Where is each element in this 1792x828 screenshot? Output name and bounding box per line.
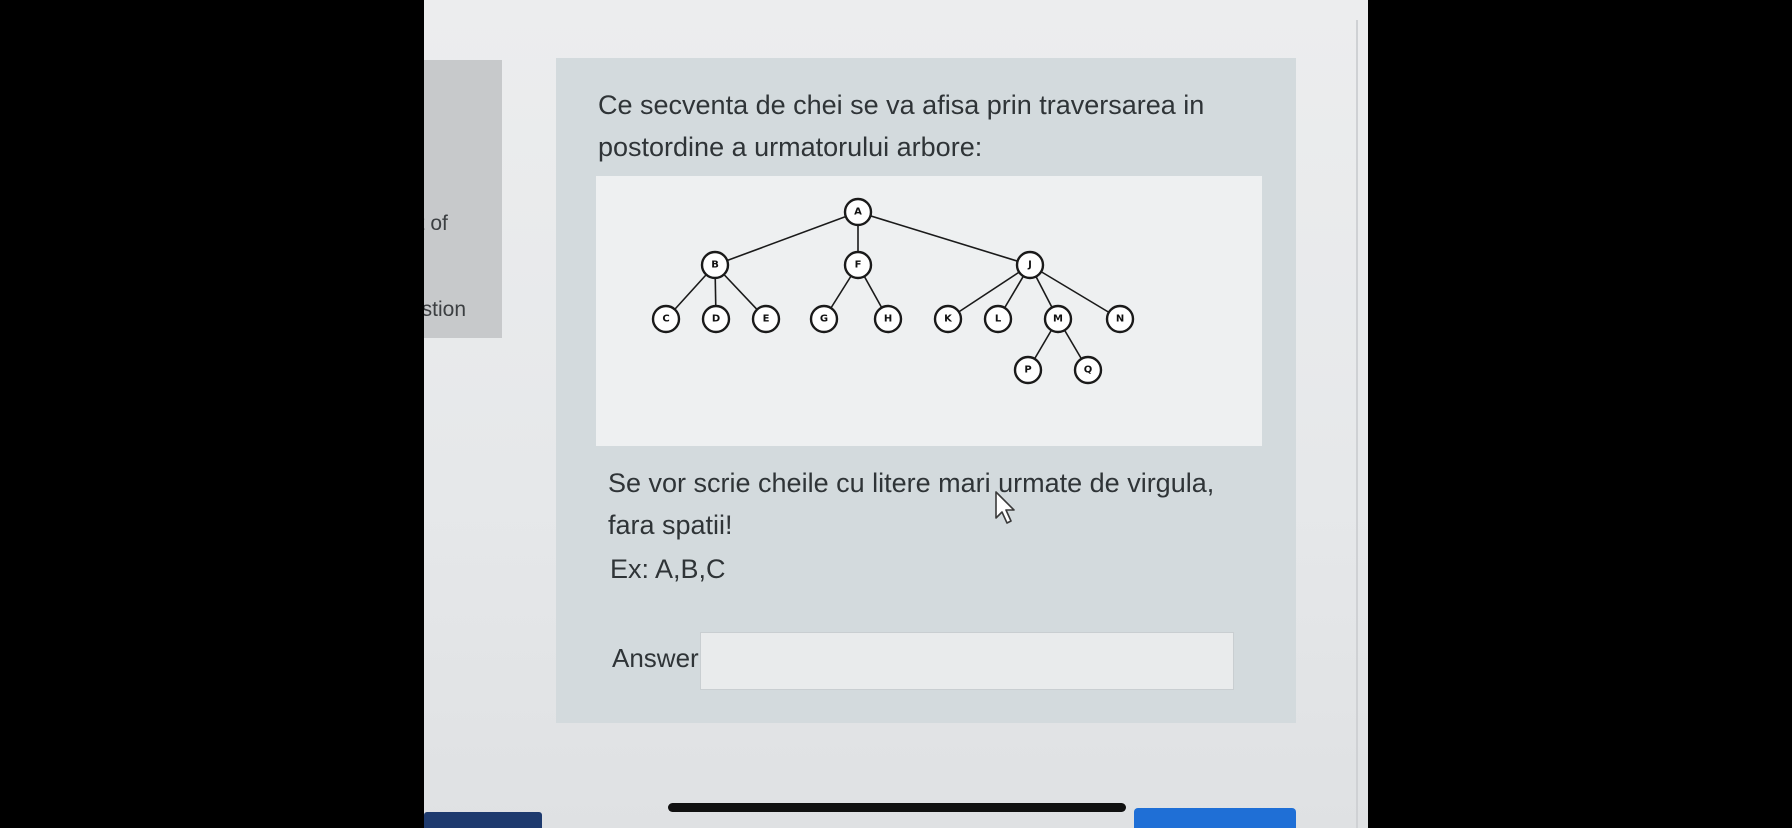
svg-text:K: K	[944, 314, 953, 325]
tree-node-k: K	[933, 304, 963, 334]
tree-node-e: E	[751, 304, 781, 334]
svg-text:M: M	[1053, 314, 1063, 325]
browser-screen: it of estion Ce secventa de chei se va a…	[424, 0, 1368, 828]
svg-text:Q: Q	[1084, 365, 1093, 376]
tree-edge-a-b	[714, 211, 859, 266]
tree-edge-j-n	[1029, 264, 1121, 320]
answer-label: Answer:	[612, 643, 706, 673]
svg-text:G: G	[820, 314, 828, 325]
next-page-button[interactable]	[1134, 808, 1296, 828]
tree-node-j: J	[1015, 250, 1045, 280]
svg-text:F: F	[855, 260, 862, 271]
svg-text:B: B	[711, 260, 719, 271]
question-info-panel: it of estion	[424, 60, 502, 338]
svg-text:D: D	[712, 314, 720, 325]
question-instructions: Se vor scrie cheile cu litere mari urmat…	[608, 468, 1215, 540]
tree-node-l: L	[983, 304, 1013, 334]
svg-text:L: L	[995, 314, 1002, 325]
svg-text:H: H	[884, 314, 892, 325]
tree-svg: A B F J C D E G H K L M N P Q	[651, 197, 1135, 385]
answer-input[interactable]	[700, 632, 1234, 690]
tree-node-f: F	[843, 250, 873, 280]
info-text-line1: it of	[424, 212, 448, 235]
tree-node-b: B	[700, 250, 730, 280]
page-edge	[1356, 20, 1358, 828]
tree-edge-j-k	[947, 264, 1031, 320]
tree-node-n: N	[1105, 304, 1135, 334]
tree-node-d: D	[701, 304, 731, 334]
svg-text:N: N	[1116, 314, 1124, 325]
tree-node-g: G	[809, 304, 839, 334]
question-example: Ex: A,B,C	[610, 554, 726, 584]
svg-text:P: P	[1024, 365, 1031, 376]
tree-node-a: A	[843, 197, 873, 227]
home-indicator	[668, 803, 1126, 812]
tree-node-c: C	[651, 304, 681, 334]
svg-text:C: C	[662, 314, 669, 325]
question-text: Ce secventa de chei se va afisa prin tra…	[598, 90, 1205, 162]
tree-diagram: A B F J C D E G H K L M N P Q	[596, 176, 1262, 446]
svg-text:A: A	[854, 207, 862, 218]
svg-text:J: J	[1027, 260, 1032, 271]
tree-node-m: M	[1043, 304, 1073, 334]
previous-page-button[interactable]	[424, 812, 542, 828]
tree-node-p: P	[1013, 355, 1043, 385]
svg-text:E: E	[763, 314, 770, 325]
question-card: Ce secventa de chei se va afisa prin tra…	[556, 58, 1296, 723]
tree-node-q: Q	[1073, 355, 1103, 385]
tree-edge-a-j	[857, 211, 1031, 266]
tree-node-h: H	[873, 304, 903, 334]
mouse-pointer-icon	[995, 491, 1015, 524]
info-text-line2: estion	[424, 298, 467, 321]
